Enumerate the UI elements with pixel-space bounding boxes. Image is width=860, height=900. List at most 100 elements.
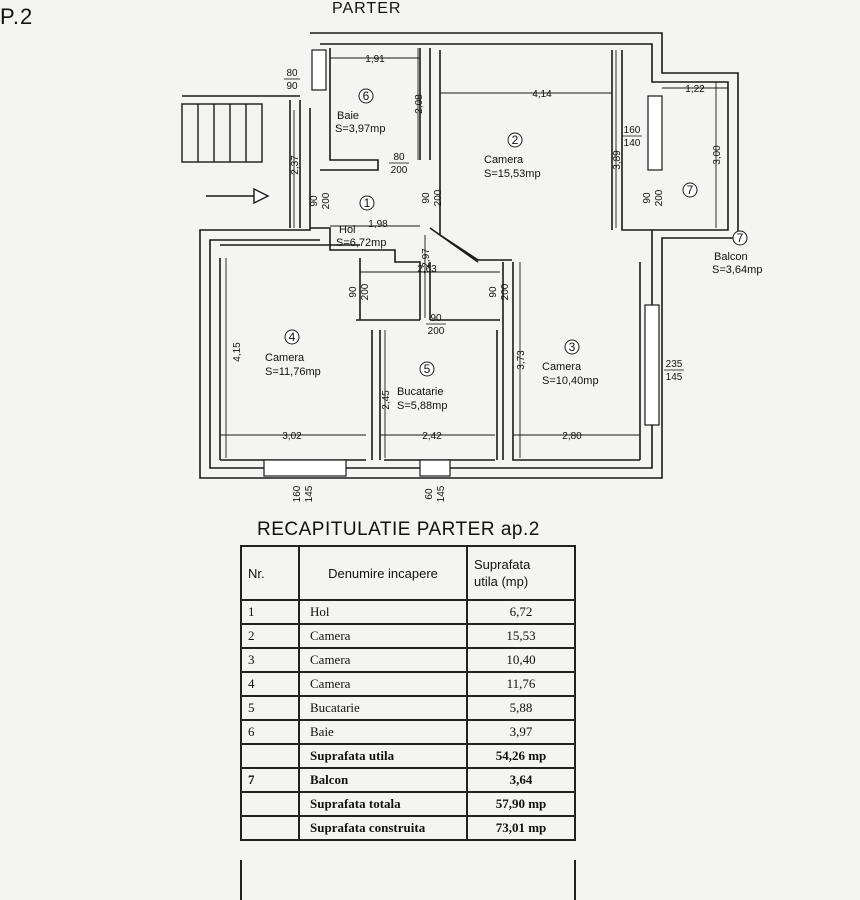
dim-camera4-height: 4,15	[232, 342, 243, 362]
room-area-balcon: S=3,64mp	[712, 264, 762, 276]
svg-text:200: 200	[391, 165, 408, 176]
table-row: 6 Baie 3,97	[240, 719, 576, 745]
row-area: 5,88	[466, 695, 576, 721]
dim-hol-height: 2,97	[421, 248, 432, 268]
dim-balcon-width: 1,22	[685, 84, 705, 95]
room-marker-6	[358, 88, 374, 104]
outer-wall	[199, 32, 739, 479]
svg-text:90: 90	[430, 313, 442, 324]
room-marker-5	[419, 361, 435, 377]
opening-90-200-hol: 90 200	[309, 192, 332, 209]
header-area-line1: Suprafata	[474, 557, 531, 572]
dim-baie-height: 2,08	[414, 94, 425, 114]
entry-arrow-icon	[206, 187, 270, 205]
floor-plan-drawing: 1 2 3 4 5 6 7 7 Hol S=6,72mp Camera S=15…	[181, 32, 762, 502]
outer-wall-inner-line	[209, 43, 729, 469]
row-nr: 3	[240, 647, 300, 673]
room-marker-3	[564, 339, 580, 355]
opening-160-145: 160 145	[292, 485, 315, 502]
svg-text:160: 160	[292, 485, 303, 502]
opening-235-145: 235 145	[664, 359, 684, 383]
window-camera2	[647, 95, 663, 171]
row-name: Hol	[298, 599, 468, 625]
room-name-camera3: Camera	[542, 361, 582, 373]
svg-text:200: 200	[428, 326, 445, 337]
row-nr: 6	[240, 719, 300, 745]
row-area: 10,40	[466, 647, 576, 673]
window-bucatarie	[419, 459, 451, 477]
useful-area-label: Suprafata utila	[298, 743, 468, 769]
row-nr: 2	[240, 623, 300, 649]
dim-hol-lower-width: 2,63	[417, 264, 437, 275]
row-name: Baie	[298, 719, 468, 745]
room-area-baie: S=3,97mp	[335, 123, 385, 135]
table-row: 1 Hol 6,72	[240, 599, 576, 625]
row-name: Camera	[298, 647, 468, 673]
room-name-balcon: Balcon	[714, 251, 748, 263]
room-marker-4	[284, 329, 300, 345]
dim-camera2-height: 3,89	[612, 150, 623, 170]
room-number-2: 2	[512, 133, 519, 147]
opening-160-140: 160 140	[622, 125, 642, 149]
walls	[182, 32, 739, 479]
stairs	[181, 103, 263, 163]
svg-text:90: 90	[488, 286, 499, 298]
svg-text:145: 145	[666, 372, 683, 383]
row-nr: 7	[240, 767, 300, 793]
built-area-value: 73,01 mp	[466, 815, 576, 841]
room-number-5: 5	[424, 362, 431, 376]
row-area: 11,76	[466, 671, 576, 697]
svg-text:90: 90	[348, 286, 359, 298]
room-area-bucatarie: S=5,88mp	[397, 400, 447, 412]
svg-text:200: 200	[654, 189, 665, 206]
svg-text:145: 145	[436, 485, 447, 502]
dim-camera3-height: 3,73	[516, 350, 527, 370]
table-continuation	[240, 860, 576, 900]
svg-text:60: 60	[424, 488, 435, 500]
svg-text:145: 145	[304, 485, 315, 502]
dim-hol-width: 1,98	[368, 219, 388, 230]
dim-bucatarie-height: 2,45	[381, 390, 392, 410]
svg-text:140: 140	[624, 138, 641, 149]
recap-header-row: Nr. Denumire incapere Suprafata utila (m…	[240, 545, 576, 601]
room-area-camera4: S=11,76mp	[265, 366, 321, 378]
plan-title: PARTER	[332, 0, 402, 17]
svg-text:200: 200	[433, 189, 444, 206]
room-number-4: 4	[289, 330, 296, 344]
room-number-6: 6	[363, 89, 370, 103]
room-marker-2	[507, 132, 523, 148]
window-camera4	[263, 459, 347, 477]
row-name: Camera	[298, 623, 468, 649]
dim-camera3-width: 2,80	[562, 431, 582, 442]
row-name: Bucatarie	[298, 695, 468, 721]
total-area-value: 57,90 mp	[466, 791, 576, 817]
room-area-camera3: S=10,40mp	[542, 375, 599, 387]
opening-90-200-camera2: 90 200	[421, 189, 444, 206]
table-row: 3 Camera 10,40	[240, 647, 576, 673]
dim-bucatarie-width: 2,42	[422, 431, 442, 442]
room-markers	[284, 88, 748, 377]
useful-area-value: 54,26 mp	[466, 743, 576, 769]
svg-text:90: 90	[642, 192, 653, 204]
entrance-walls	[182, 95, 301, 228]
opening-80-200: 80 200	[389, 152, 409, 176]
windows	[263, 49, 663, 477]
table-row: 5 Bucatarie 5,88	[240, 695, 576, 721]
room-marker-1	[359, 195, 375, 211]
room-number-7-balcon: 7	[687, 183, 694, 197]
opening-90-200-bucatarie: 90 200	[426, 313, 446, 337]
svg-text:90: 90	[421, 192, 432, 204]
dim-entry-height: 2,37	[290, 155, 301, 175]
row-name: Camera	[298, 671, 468, 697]
room-number-1: 1	[364, 196, 371, 210]
middle-wall	[219, 244, 640, 461]
room-name-camera2: Camera	[484, 154, 524, 166]
useful-area-row: Suprafata utila 54,26 mp	[240, 743, 576, 769]
opening-90-200-camera3: 90 200	[488, 283, 511, 300]
room-marker-7a	[682, 182, 698, 198]
window-camera3	[644, 304, 660, 426]
window-baie	[311, 49, 327, 91]
header-area-line2: utila (mp)	[474, 574, 529, 589]
room-name-hol: Hol	[339, 224, 356, 236]
